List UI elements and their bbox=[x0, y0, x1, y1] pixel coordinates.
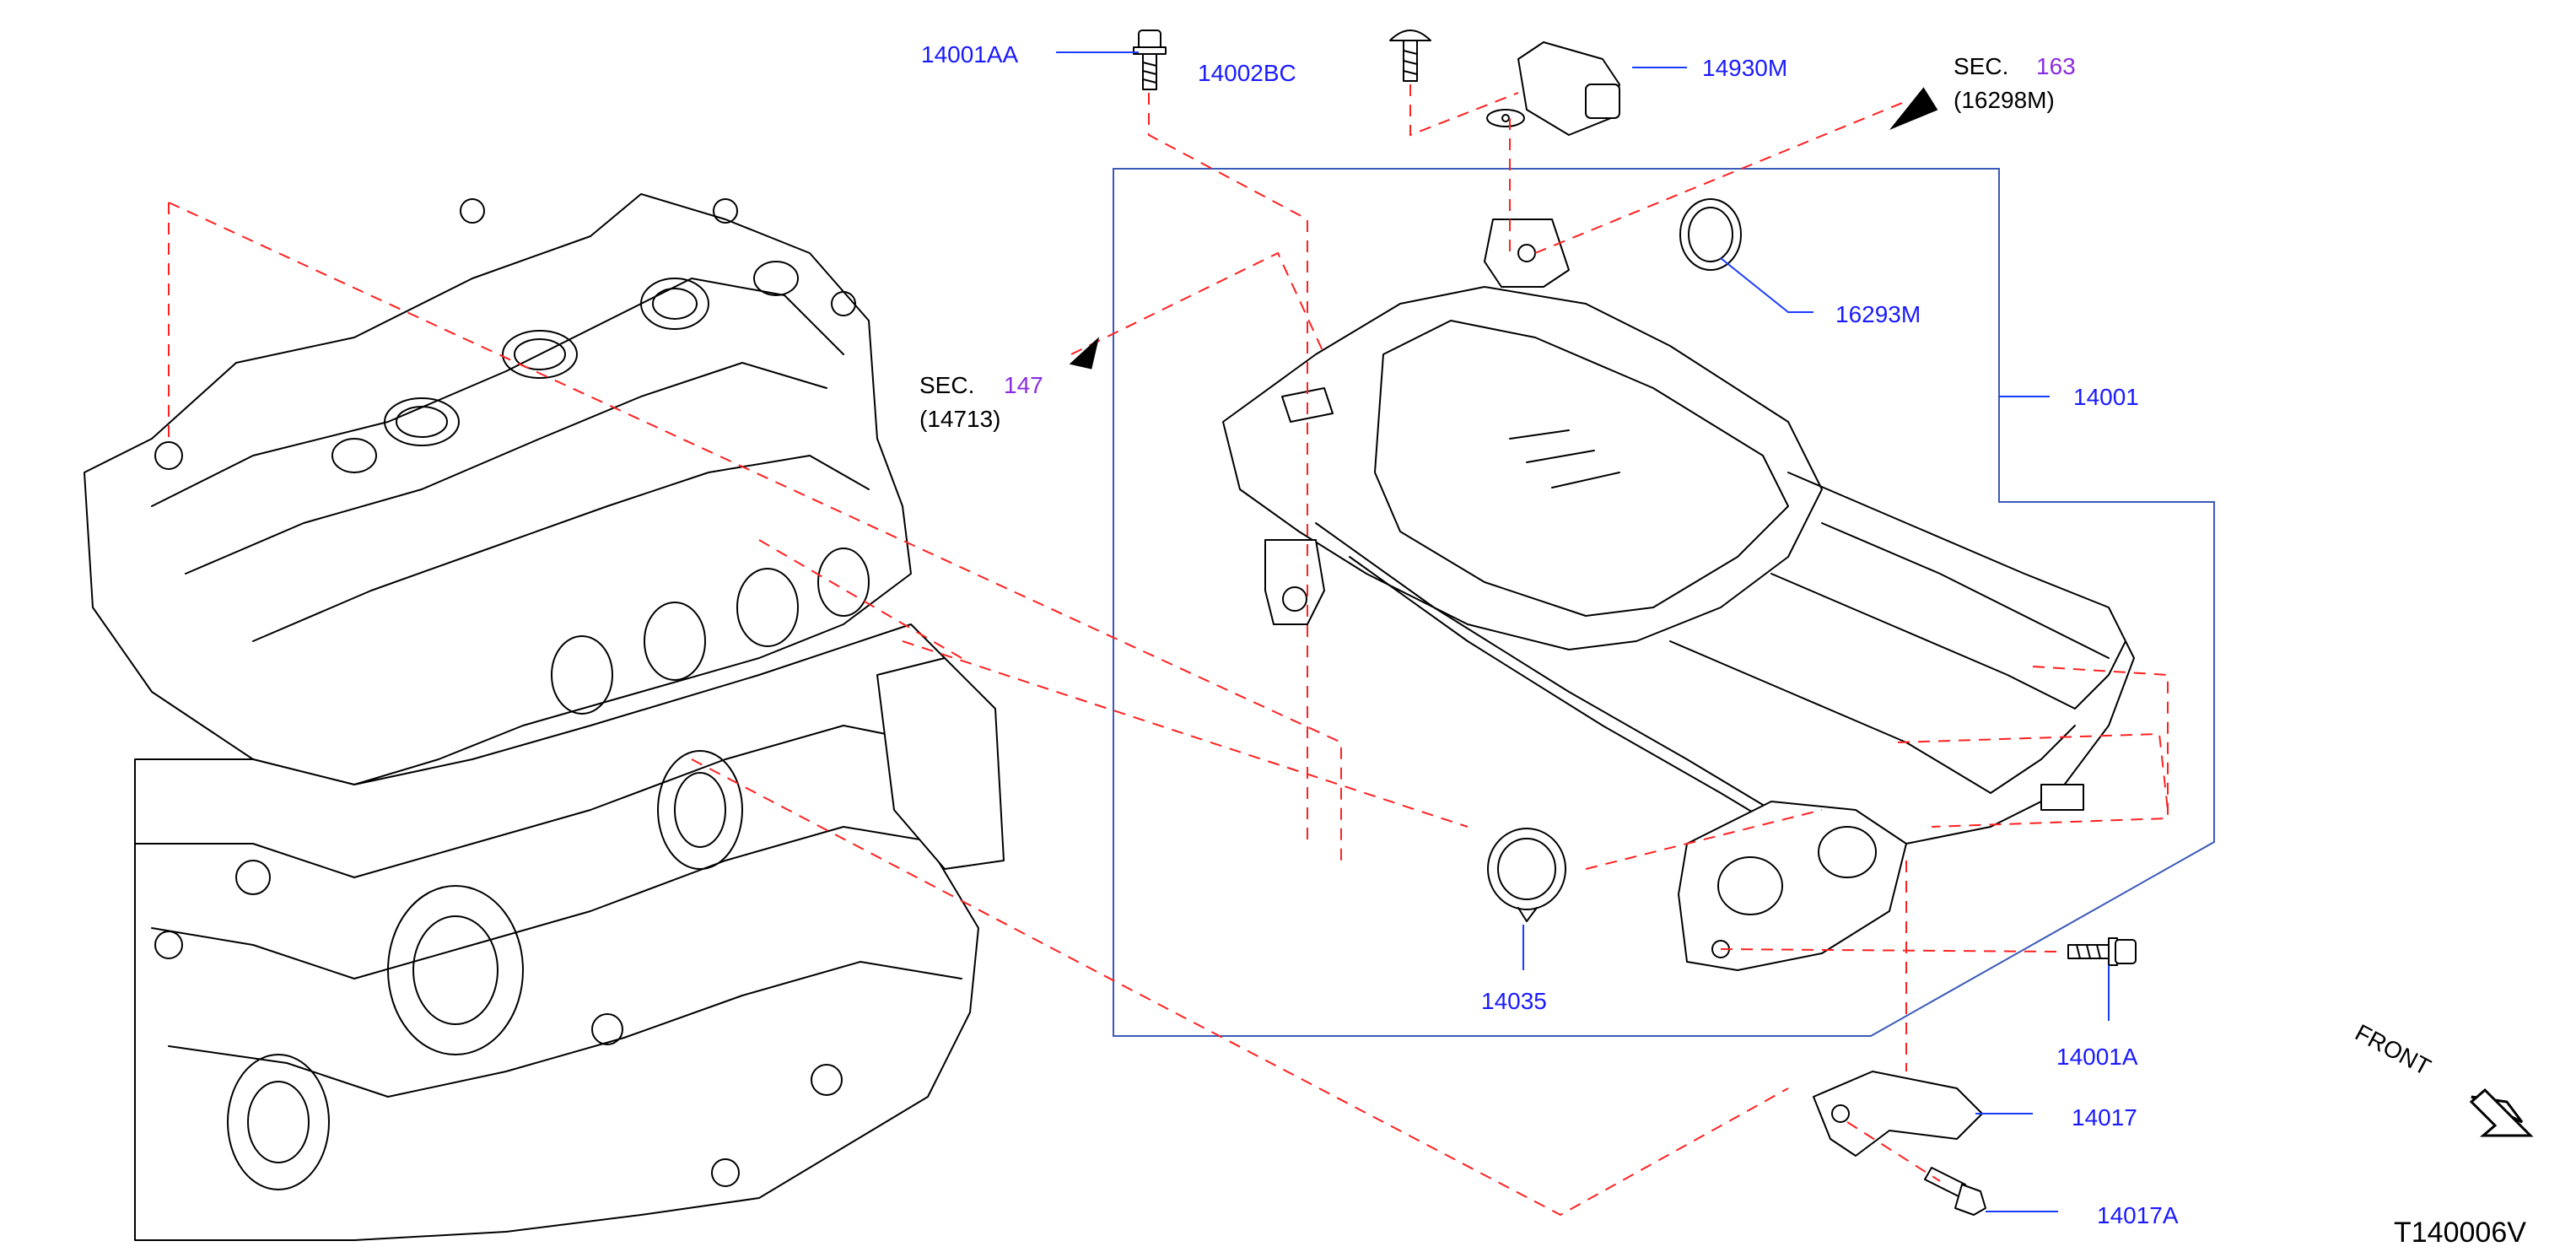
callout-leaders bbox=[1056, 51, 2110, 1212]
diagram-id: T140006V bbox=[2394, 1217, 2526, 1249]
callout-14017: 14017 bbox=[2072, 1104, 2137, 1131]
front-direction-arrow-icon bbox=[2469, 1087, 2534, 1137]
clamp-16293M-illustration bbox=[1679, 198, 1742, 271]
clamp-14035-illustration bbox=[1487, 828, 1566, 922]
sensor-14930M-illustration bbox=[1486, 41, 1620, 136]
sec-147-number[interactable]: 147 bbox=[1004, 372, 1043, 398]
bracket-14017-illustration bbox=[1813, 1071, 1983, 1157]
callout-14017A: 14017A bbox=[2097, 1202, 2179, 1228]
bolt-14001AA-illustration bbox=[1133, 30, 1167, 90]
bolt-14001A-illustration bbox=[2067, 937, 2137, 966]
callout-14001: 14001 bbox=[2073, 384, 2139, 410]
sec-163-arrow-icon bbox=[1889, 87, 1938, 130]
sec-147-arrow-icon bbox=[1069, 337, 1100, 370]
screw-14002BC-illustration bbox=[1389, 30, 1431, 82]
bolt-14017A-illustration bbox=[1924, 1167, 1986, 1216]
sec-163-prefix: SEC. bbox=[1954, 53, 2008, 79]
assembly-reference-lines bbox=[168, 84, 2169, 1217]
callout-16293M: 16293M bbox=[1835, 301, 1921, 327]
front-label: FRONT bbox=[2351, 1019, 2435, 1081]
callout-14930M: 14930M bbox=[1702, 55, 1787, 81]
callout-14001A: 14001A bbox=[2056, 1044, 2138, 1070]
sec-147-prefix: SEC. bbox=[919, 372, 974, 398]
sec-163-ref: (16298M) bbox=[1954, 87, 2055, 113]
assembly-frame bbox=[1113, 168, 2215, 1037]
sec-147-ref: (14713) bbox=[919, 406, 1001, 432]
callout-14035: 14035 bbox=[1481, 988, 1547, 1014]
callout-14001AA: 14001AA bbox=[921, 41, 1019, 67]
sec-163-number[interactable]: 163 bbox=[2036, 53, 2076, 79]
callout-14002BC: 14002BC bbox=[1198, 60, 1296, 86]
intake-manifold-illustration bbox=[1222, 219, 2135, 971]
engine-block-illustration bbox=[84, 193, 1005, 1241]
